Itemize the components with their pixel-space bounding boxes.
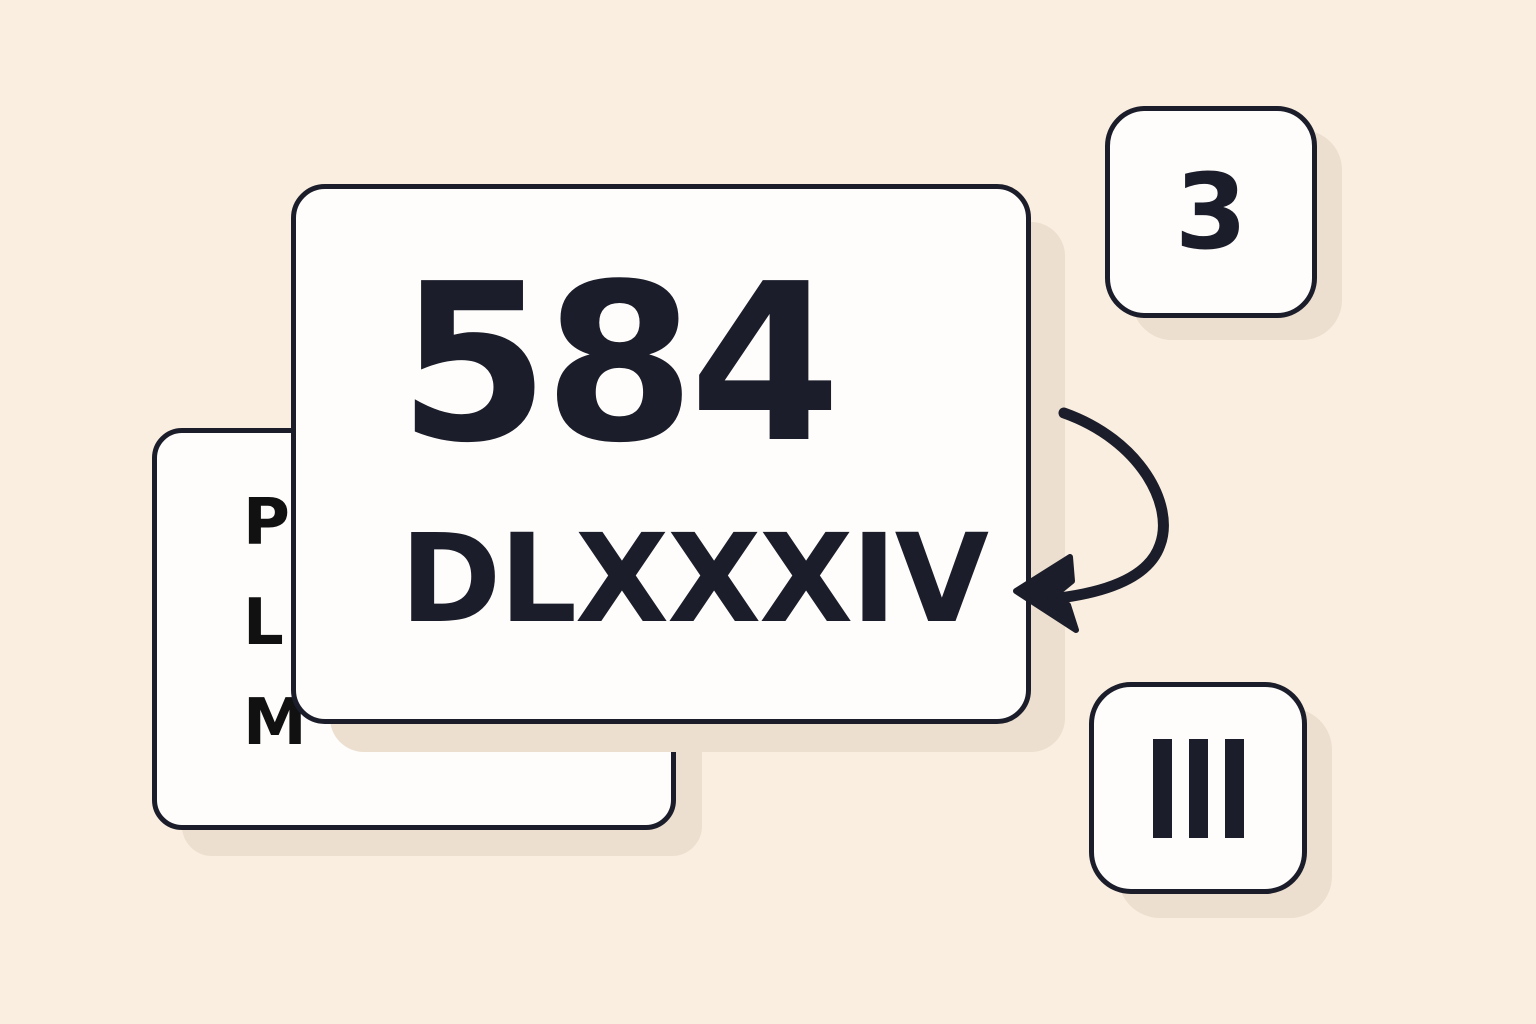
- back-card-letters: P L M: [243, 491, 307, 755]
- roman-three-card: [1089, 682, 1307, 894]
- main-card: 584 DLXXXIV: [291, 184, 1031, 724]
- roman-three-label: [1094, 687, 1302, 889]
- arabic-three-label: 3: [1174, 151, 1248, 273]
- back-letter-l: L: [243, 586, 284, 660]
- roman-bar-3: [1224, 738, 1244, 838]
- main-arabic-numeral: 584: [398, 238, 841, 491]
- roman-bar-2: [1188, 738, 1208, 838]
- arabic-three-card: 3: [1105, 106, 1317, 318]
- roman-bar-1: [1152, 738, 1172, 838]
- roman-three-bars: [1152, 738, 1244, 838]
- curved-arrow-left-icon: [1013, 407, 1169, 633]
- main-roman-numeral: DLXXXIV: [400, 508, 989, 650]
- back-letter-p: P: [243, 486, 290, 560]
